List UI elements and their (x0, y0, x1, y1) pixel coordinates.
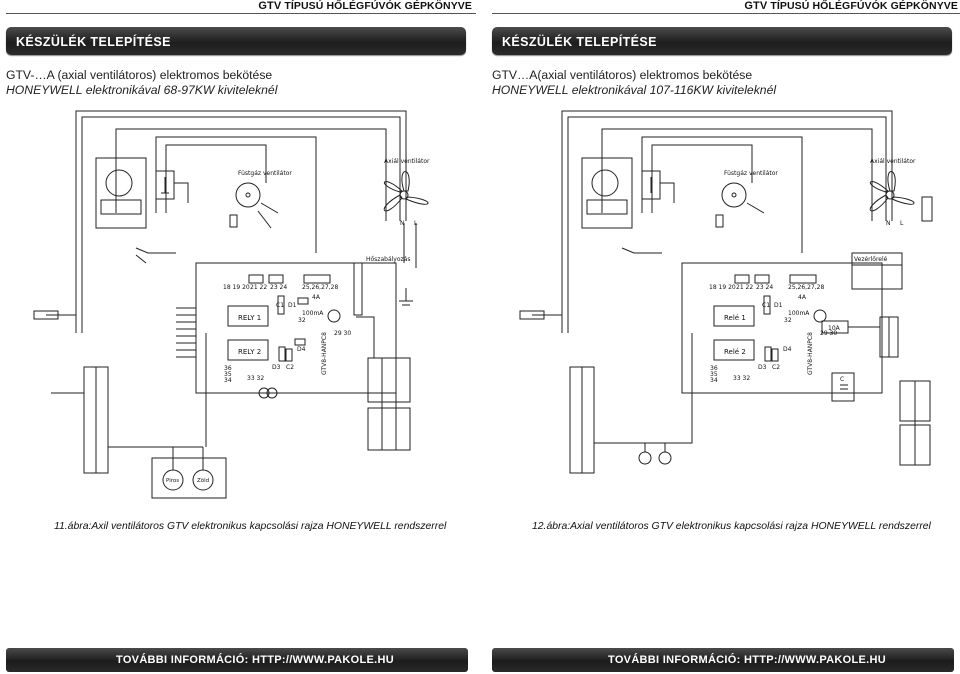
section-title: KÉSZÜLÉK TELEPÍTÉSE (502, 35, 657, 49)
terminal-36: 36 (224, 365, 232, 372)
r32-label: 32 (784, 317, 792, 324)
d1-label: D1 (288, 302, 297, 309)
figure-caption: 12.ábra:Axial ventilátoros GTV elektroni… (532, 521, 931, 532)
d3-label: D3 (758, 364, 767, 371)
relay-1-label: RELY 1 (238, 314, 261, 322)
fan-label: Axiál ventilátor (870, 158, 916, 165)
page-subtitle: GTV…A(axial ventilátoros) elektromos bek… (492, 68, 776, 98)
fan-label: Axiál ventilátor (384, 158, 430, 165)
wiring-diagram-right: Axiál ventilátor Füstgáz ventilátor Vezé… (519, 110, 933, 474)
line-label: L (414, 220, 418, 227)
line-label: L (900, 220, 904, 227)
control-label: Vezérlőrelé (854, 256, 888, 263)
section-title-bar: KÉSZÜLÉK TELEPÍTÉSE (6, 27, 466, 55)
board-label: GTV8-HANPC8 (807, 332, 814, 375)
running-head: GTV TÍPUSÚ HŐLÉGFÚVÓK GÉPKÖNYVE (258, 0, 472, 12)
terminals-33-32: 33 32 (247, 375, 264, 382)
running-head: GTV TÍPUSÚ HŐLÉGFÚVÓK GÉPKÖNYVE (744, 0, 958, 12)
terminals-23-24: 23 24 (756, 284, 773, 291)
terminals-21-22: 21 22 (736, 284, 753, 291)
terminals-18-20: 18 19 20 (223, 284, 250, 291)
terminal-36: 36 (710, 365, 718, 372)
footer-link[interactable]: TOVÁBBI INFORMÁCIÓ: HTTP://WWW.PAKOLE.HU (608, 654, 887, 666)
subtitle-line-2: HONEYWELL elektronikával 68-97KW kivitel… (6, 83, 278, 97)
subtitle-line-2: HONEYWELL elektronikával 107-116KW kivit… (492, 83, 777, 97)
d1-label: D1 (774, 302, 783, 309)
section-title: KÉSZÜLÉK TELEPÍTÉSE (16, 35, 171, 49)
cap-label: 100mA (788, 310, 810, 317)
c1-label: C1 (762, 302, 770, 309)
footer-bar: TOVÁBBI INFORMÁCIÓ: HTTP://WWW.PAKOLE.HU (6, 648, 468, 672)
c1-label: C1 (276, 302, 284, 309)
r32-label: 32 (298, 317, 306, 324)
c2-label: C2 (772, 364, 780, 371)
relay-2-label: Relé 2 (724, 348, 746, 356)
cap-label: 100mA (302, 310, 324, 317)
terminals-29-30: 29 30 (820, 330, 837, 337)
d4-label: D4 (297, 346, 306, 353)
footer-link[interactable]: TOVÁBBI INFORMÁCIÓ: HTTP://WWW.PAKOLE.HU (116, 654, 395, 666)
capacitor-label: C (840, 376, 844, 383)
relay-1-label: Relé 1 (724, 314, 746, 322)
control-label: Hőszabályozás (366, 256, 410, 263)
flue-fan-label: Füstgáz ventilátor (724, 170, 778, 177)
page-subtitle: GTV-…A (axial ventilátoros) elektromos b… (6, 68, 277, 98)
subtitle-line-1: GTV…A(axial ventilátoros) elektromos bek… (492, 68, 753, 82)
left-page: GTV TÍPUSÚ HŐLÉGFÚVÓK GÉPKÖNYVE KÉSZÜLÉK… (6, 0, 476, 674)
terminals-33-32: 33 32 (733, 375, 750, 382)
terminal-34: 34 (710, 377, 718, 384)
green-lamp-label: Zöld (197, 478, 209, 484)
wiring-diagram-left: Axiál ventilátor Füstgáz ventilátor Hősz… (33, 110, 430, 499)
terminals-25-28: 25,26,27,28 (302, 284, 338, 291)
right-page: GTV TÍPUSÚ HŐLÉGFÚVÓK GÉPKÖNYVE KÉSZÜLÉK… (492, 0, 960, 674)
footer-bar: TOVÁBBI INFORMÁCIÓ: HTTP://WWW.PAKOLE.HU (492, 648, 954, 672)
terminals-23-24: 23 24 (270, 284, 287, 291)
relay-2-label: RELY 2 (238, 348, 261, 356)
fuse-label: 4A (798, 294, 807, 301)
board-label: GTV8-HANPC8 (321, 332, 328, 375)
subtitle-line-1: GTV-…A (axial ventilátoros) elektromos b… (6, 68, 273, 82)
d3-label: D3 (272, 364, 281, 371)
terminal-34: 34 (224, 377, 232, 384)
header-rule (492, 13, 960, 14)
terminals-18-20: 18 19 20 (709, 284, 736, 291)
figure-caption: 11.ábra:Axil ventilátoros GTV elektronik… (54, 521, 447, 532)
neutral-label: N (400, 220, 405, 227)
flue-fan-label: Füstgáz ventilátor (238, 170, 292, 177)
fuse-label: 4A (312, 294, 321, 301)
section-title-bar: KÉSZÜLÉK TELEPÍTÉSE (492, 27, 952, 55)
neutral-label: N (886, 220, 891, 227)
terminals-29-30: 29 30 (334, 330, 351, 337)
terminals-25-28: 25,26,27,28 (788, 284, 824, 291)
fuse-10a-label: 10A (828, 325, 841, 332)
terminal-35: 35 (224, 371, 232, 378)
red-lamp-label: Piros (166, 478, 179, 484)
c2-label: C2 (286, 364, 294, 371)
terminals-21-22: 21 22 (250, 284, 267, 291)
header-rule (6, 13, 476, 14)
terminal-35: 35 (710, 371, 718, 378)
d4-label: D4 (783, 346, 792, 353)
